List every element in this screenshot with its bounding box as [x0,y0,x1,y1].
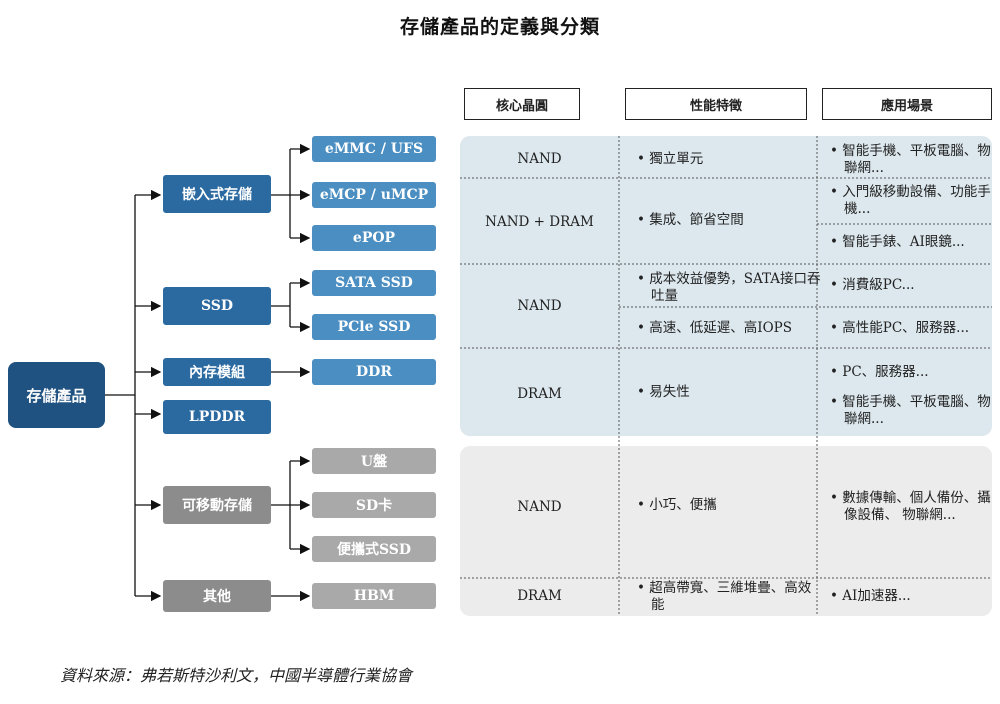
source-note: 資料來源：弗若斯特沙利文，中國半導體行業協會 [60,666,413,685]
cell-feature-removable: • 小巧、便攜 [637,497,717,513]
cell-app-hbm: • AI加速器... [830,588,911,604]
cell-feature-emcp: • 集成、節省空間 [637,212,744,228]
header-performance: 性能特徵 [625,88,807,120]
cell-feature-emmc: • 獨立單元 [637,151,704,167]
leaf-epop: ePOP [312,225,436,251]
cell-app-emcp-2: • 智能手錶、AI眼鏡... [830,234,965,250]
leaf-usb-drive: U盤 [312,448,436,474]
cell-wafer-emmc: NAND [517,151,562,167]
cell-feature-ssd-1: • 成本效益優勢，SATA接口吞吐量 [637,271,821,304]
cell-app-ssd-1: • 消費級PC... [830,277,915,293]
cell-app-dram-1: • PC、服務器... [830,364,929,380]
cell-app-dram-2: • 智能手機、平板電腦、物聯網... [830,394,991,427]
leaf-emcp-umcp: eMCP / uMCP [312,182,436,208]
leaf-sd-card: SD卡 [312,492,436,518]
header-application: 應用場景 [822,88,992,120]
panel-gray [460,446,992,616]
cell-wafer-emcp: NAND + DRAM [485,214,594,230]
cell-app-removable: • 數據傳輸、個人備份、攝像設備、 物聯網... [830,490,991,523]
leaf-sata-ssd: SATA SSD [312,270,436,296]
leaf-ddr: DDR [312,359,436,385]
cell-wafer-ssd: NAND [517,298,562,314]
cell-app-emmc: • 智能手機、平板電腦、物聯網... [830,143,991,176]
cell-wafer-removable: NAND [517,499,562,515]
cell-wafer-dram: DRAM [517,386,562,402]
node-ssd: SSD [163,287,271,325]
root-node-storage-products: 存儲產品 [8,362,105,428]
cell-app-emcp-1: • 入門級移動設備、功能手機... [830,184,991,217]
page-title: 存儲產品的定義與分類 [399,16,600,38]
cell-feature-hbm: • 超高帶寬、三維堆疊、高效能 [637,580,812,613]
leaf-pcle-ssd: PCle SSD [312,314,436,340]
cell-app-ssd-2: • 高性能PC、服務器... [830,320,970,336]
cell-wafer-hbm: DRAM [517,588,562,604]
node-lpddr: LPDDR [163,400,271,434]
header-core-wafer: 核心晶圓 [464,88,580,120]
node-embedded-storage: 嵌入式存儲 [163,175,271,213]
node-memory-module: 內存模組 [163,358,271,386]
leaf-hbm: HBM [312,583,436,609]
node-other: 其他 [163,580,271,612]
panel-blue [460,136,992,436]
cell-feature-dram: • 易失性 [637,384,690,400]
cell-feature-ssd-2: • 高速、低延遲、高IOPS [637,320,792,336]
node-removable-storage: 可移動存儲 [163,486,271,524]
leaf-portable-ssd: 便攜式SSD [312,536,436,562]
leaf-emmc-ufs: eMMC / UFS [312,136,436,162]
